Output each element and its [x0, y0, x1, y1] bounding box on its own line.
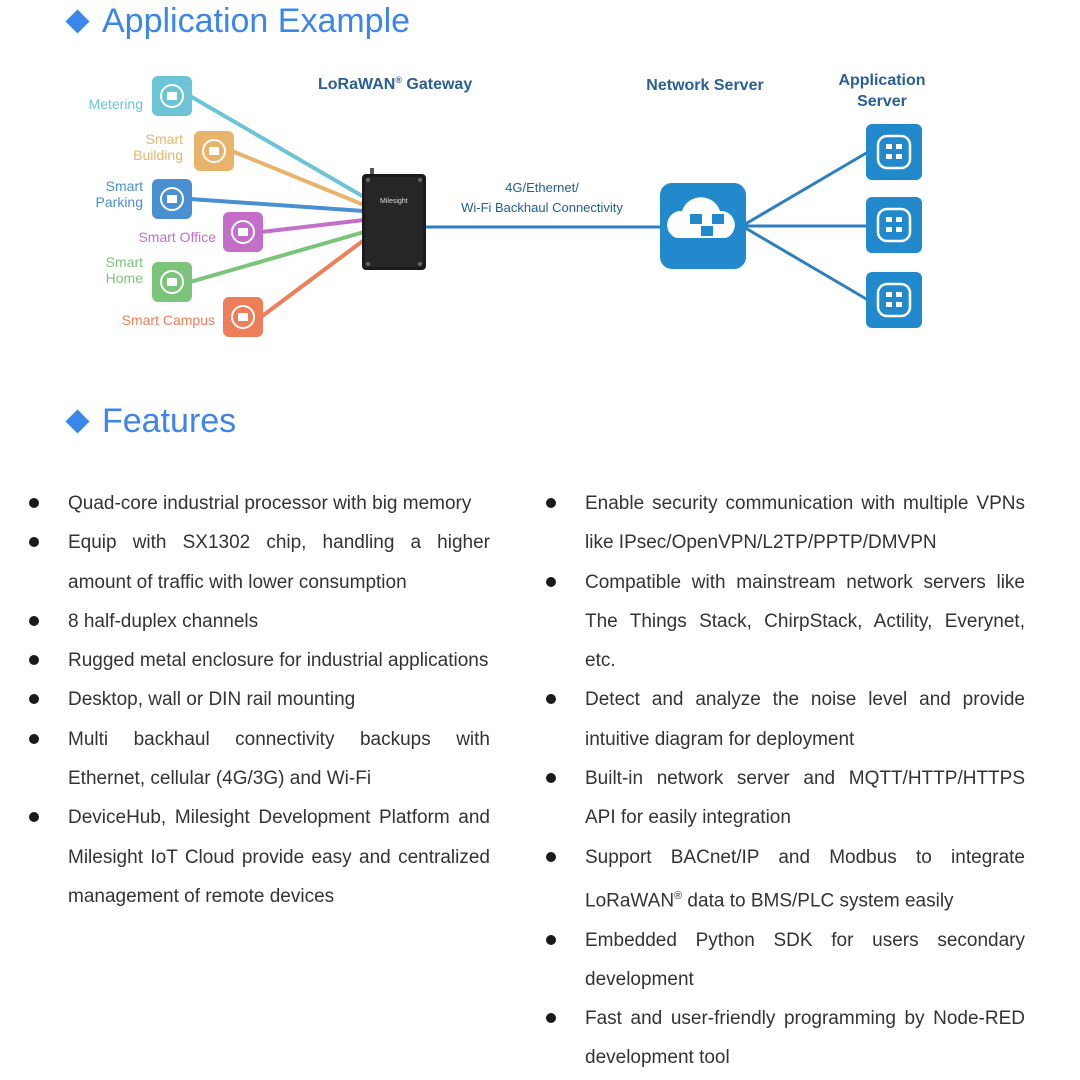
gateway-label: LoRaWAN® Gateway	[318, 75, 472, 93]
network-server-label: Network Server	[646, 77, 763, 94]
backhaul-label-2: Wi-Fi Backhaul Connectivity	[461, 200, 623, 215]
device-icons	[152, 76, 263, 337]
feature-item: Embedded Python SDK for users secondary …	[545, 921, 1025, 1000]
feature-item: Enable security communication with multi…	[545, 484, 1025, 563]
feature-item: Multi backhaul connectivity backups with…	[28, 720, 490, 799]
feature-item: Compatible with mainstream network serve…	[545, 563, 1025, 681]
device-connection-lines	[188, 94, 366, 319]
device-label: Parking	[96, 194, 143, 210]
gateway-device: Milesight	[362, 168, 426, 270]
feature-item: Support BACnet/IP and Modbus to integrat…	[545, 838, 1025, 921]
device-label: Building	[133, 147, 183, 163]
parking-icon	[152, 179, 192, 219]
device-label: Metering	[89, 96, 143, 112]
feature-item: Built-in network server and MQTT/HTTP/HT…	[545, 759, 1025, 838]
device-label: Smart Office	[138, 229, 216, 245]
device-line	[188, 94, 366, 199]
device-line	[260, 218, 365, 234]
diamond-icon	[66, 410, 90, 434]
application-servers	[866, 124, 922, 328]
feature-item: Fast and user-friendly programming by No…	[545, 999, 1025, 1078]
device-line	[189, 230, 365, 284]
features-heading: Features	[66, 402, 236, 441]
features-left-column: Quad-core industrial processor with big …	[28, 484, 490, 916]
device-label: Home	[106, 270, 144, 286]
feature-item: Detect and analyze the noise level and p…	[545, 680, 1025, 759]
feature-item: 8 half-duplex channels	[28, 602, 490, 641]
device-line	[259, 238, 366, 319]
home-icon	[152, 262, 192, 302]
section-title: Features	[102, 402, 237, 440]
feature-item: Quad-core industrial processor with big …	[28, 484, 490, 523]
features-right-column: Enable security communication with multi…	[545, 484, 1025, 1078]
app-line-3	[741, 224, 869, 302]
device-label: Smart	[106, 178, 143, 194]
registered-mark: ®	[674, 889, 683, 902]
campus-icon	[223, 297, 263, 337]
device-label: Smart	[146, 131, 183, 147]
application-example-heading: Application Example	[66, 2, 410, 41]
app-server-label-2: Server	[857, 93, 907, 110]
device-label: Smart Campus	[122, 312, 215, 328]
building-icon	[194, 131, 234, 171]
app-line-1	[741, 150, 869, 228]
device-line	[189, 197, 365, 213]
network-server-icon	[660, 183, 746, 269]
app-server-icon	[866, 197, 922, 253]
app-server-icon	[866, 124, 922, 180]
feature-item: Rugged metal enclosure for industrial ap…	[28, 641, 490, 680]
gateway-brand: Milesight	[380, 198, 408, 205]
section-title: Application Example	[102, 2, 411, 40]
backhaul-label-1: 4G/Ethernet/	[505, 180, 579, 195]
meter-icon	[152, 76, 192, 116]
app-server-label-1: Application	[838, 72, 925, 89]
app-server-icon	[866, 272, 922, 328]
device-line	[231, 149, 365, 207]
feature-item: Equip with SX1302 chip, handling a highe…	[28, 523, 490, 602]
device-label: Smart	[106, 254, 143, 270]
feature-item: DeviceHub, Milesight Development Platfor…	[28, 798, 490, 916]
feature-item: Desktop, wall or DIN rail mounting	[28, 680, 490, 719]
office-icon	[223, 212, 263, 252]
diamond-icon	[66, 10, 90, 34]
